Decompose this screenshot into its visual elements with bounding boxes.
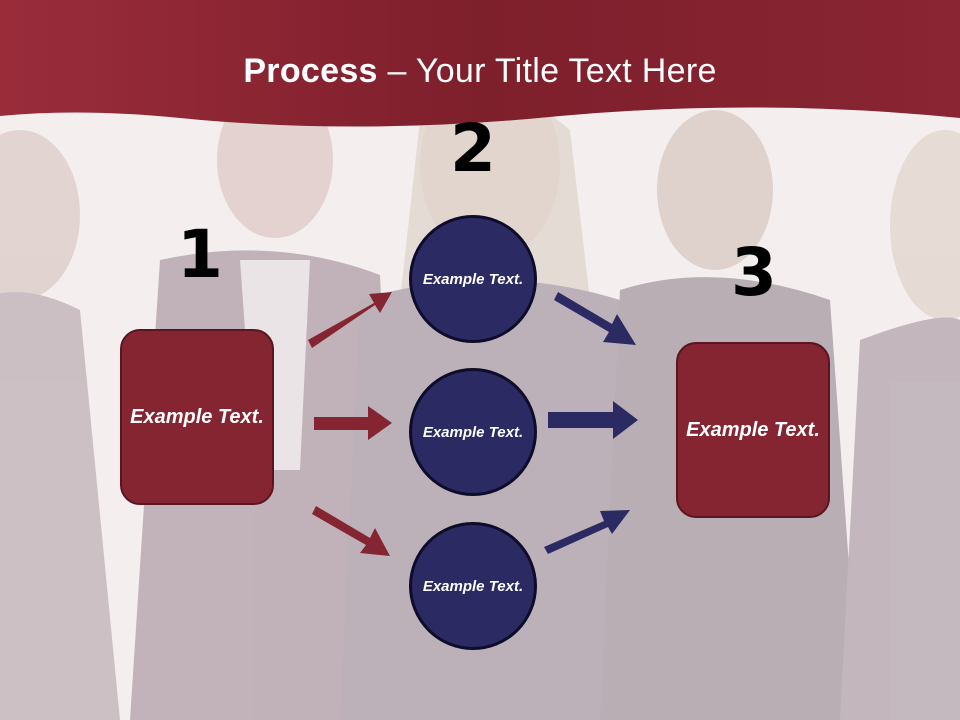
step-2-circle-bottom: Example Text. xyxy=(409,522,537,650)
slide-title: Process – Your Title Text Here xyxy=(0,52,960,91)
step-3-text: Example Text. xyxy=(686,418,820,441)
circle-middle-text: Example Text. xyxy=(422,423,524,441)
title-rest: – Your Title Text Here xyxy=(377,52,717,90)
title-banner xyxy=(0,0,960,127)
circle-bottom-text: Example Text. xyxy=(422,577,524,595)
step-number-3: 3 xyxy=(731,234,777,311)
red-arrow-up xyxy=(308,292,392,348)
step-2-circle-top: Example Text. xyxy=(409,215,537,343)
circle-top-text: Example Text. xyxy=(422,270,524,288)
blue-arrow-up xyxy=(544,510,630,554)
step-1-text: Example Text. xyxy=(130,405,264,428)
step-number-1: 1 xyxy=(177,216,223,293)
red-arrow-right xyxy=(314,406,392,440)
blue-arrow-down xyxy=(554,292,636,345)
step-2-circle-middle: Example Text. xyxy=(409,368,537,496)
step-number-2: 2 xyxy=(450,110,496,187)
step-3-box: Example Text. xyxy=(676,342,830,518)
blue-arrow-right xyxy=(548,401,638,439)
red-arrow-down xyxy=(312,506,390,556)
title-bold: Process xyxy=(243,52,378,90)
step-1-box: Example Text. xyxy=(120,329,274,505)
